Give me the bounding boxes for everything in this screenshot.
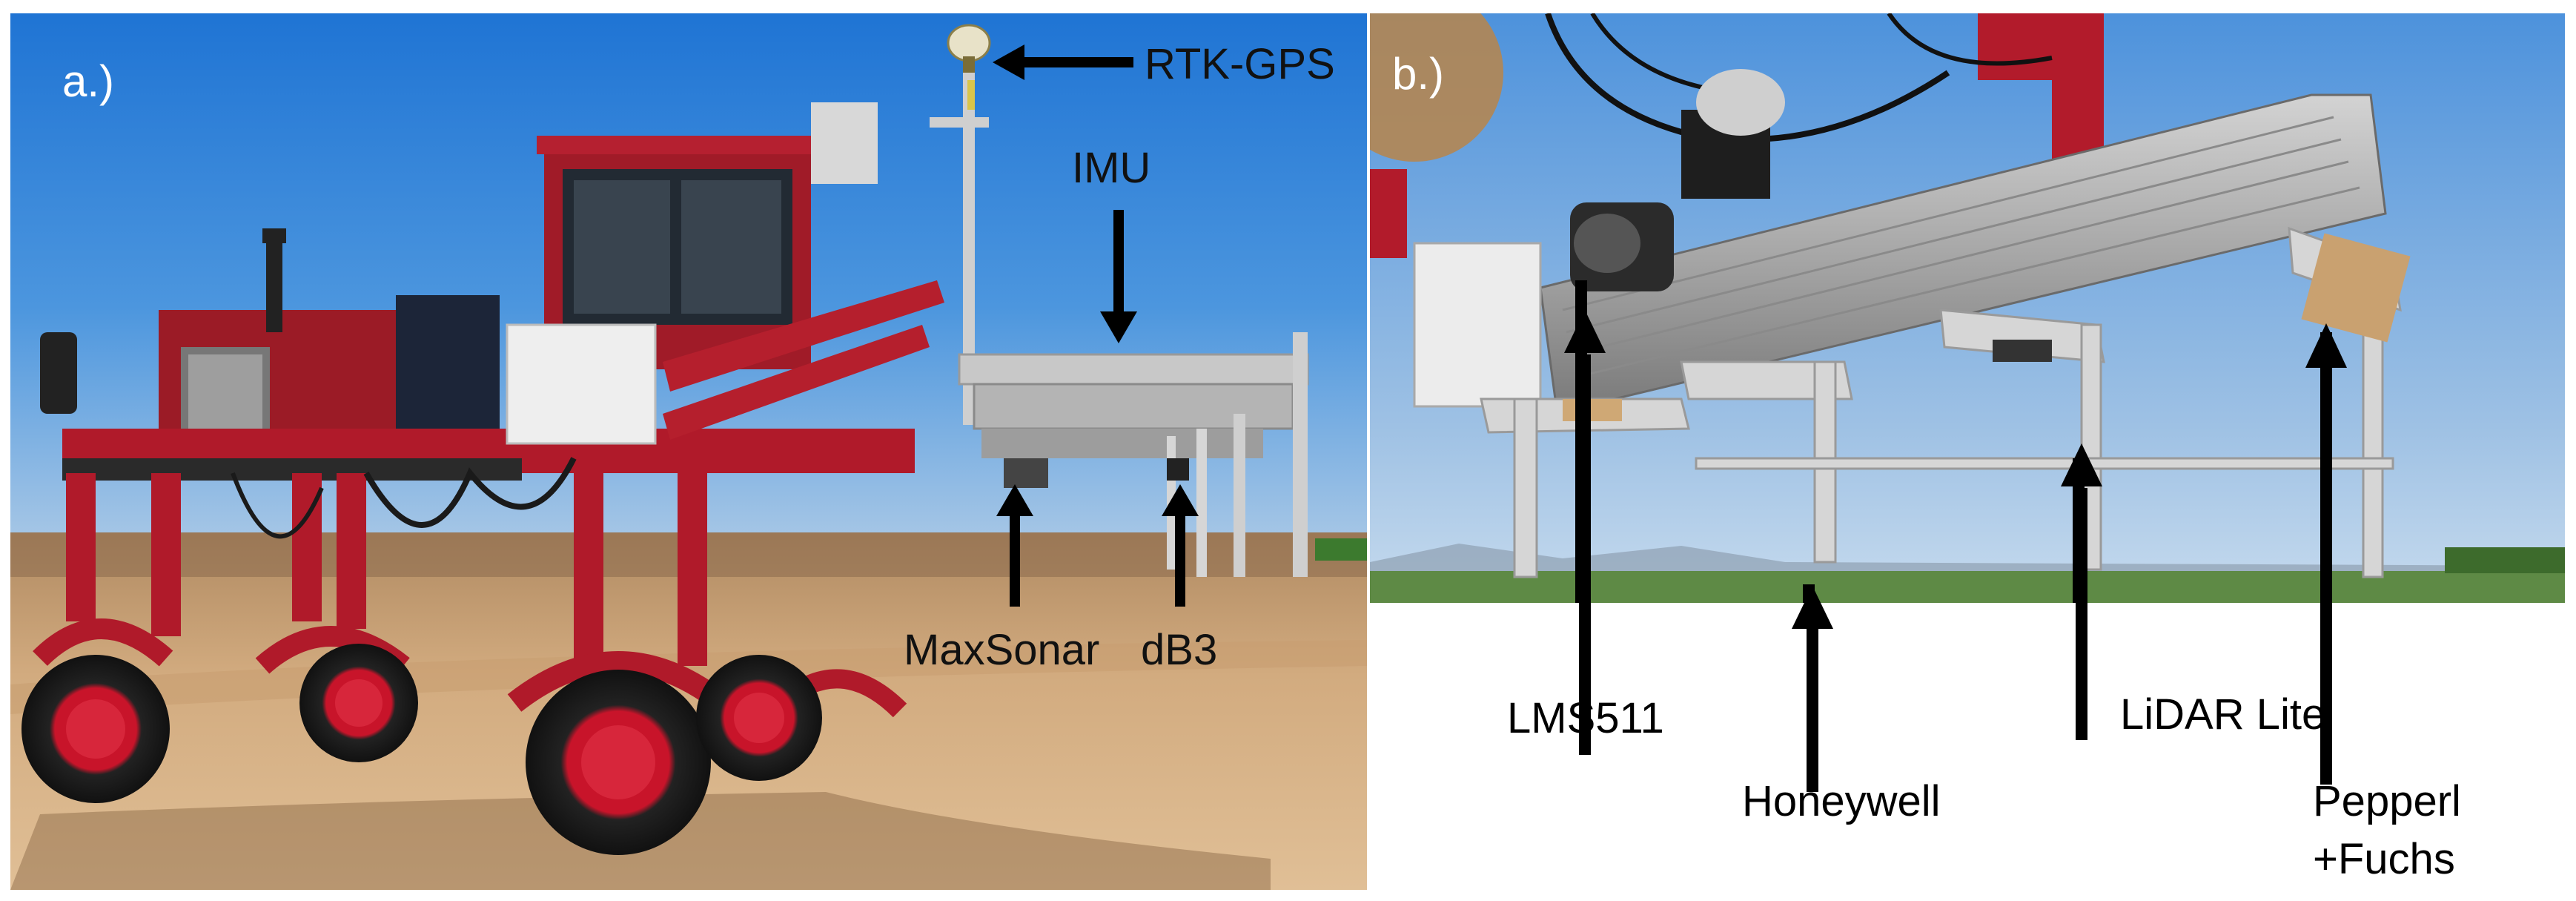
panel-a-photo: a.) RTK-GPS IMU MaxSonar dB3 [10, 13, 1367, 890]
pepperl-label: Pepperl [2313, 777, 2461, 825]
lms511-label: LMS511 [1507, 694, 1664, 742]
electronics-enclosure [1413, 242, 1542, 408]
tractor [21, 24, 1309, 855]
honeywell-sensor [1563, 399, 1622, 421]
phenotyping-tractor-photo [10, 13, 1367, 890]
panel-a-label: a.) [62, 56, 115, 106]
maxsonar-label: MaxSonar [904, 626, 1100, 674]
field-vegetation [1315, 538, 1367, 561]
rtk-gps-label: RTK-GPS [1145, 40, 1335, 88]
sensor-boom-closeup-photo [1370, 13, 2565, 603]
honeywell-label: Honeywell [1742, 777, 1941, 825]
sensor-boom [958, 353, 1309, 386]
imu-label: IMU [1072, 144, 1151, 192]
maxsonar-sensor [1004, 458, 1048, 488]
rtk-gps-antenna [947, 24, 991, 62]
fuchs-label: +Fuchs [2313, 835, 2455, 883]
panel-b-arrows-overlay [1564, 310, 2347, 792]
panel-b-photo: b.) [1370, 13, 2565, 603]
db3-sensor [1167, 458, 1189, 481]
lidar-lite-sensor [1993, 340, 2052, 362]
gps-mast [963, 69, 975, 425]
mountains [1370, 544, 2565, 577]
lidar-lite-label: LiDAR Lite [2120, 690, 2326, 739]
pepperl-fuchs-sensor [2301, 233, 2411, 343]
annotation-arrows-a [993, 44, 1199, 607]
panel-b-label: b.) [1392, 49, 1445, 99]
db3-label: dB3 [1141, 626, 1218, 674]
